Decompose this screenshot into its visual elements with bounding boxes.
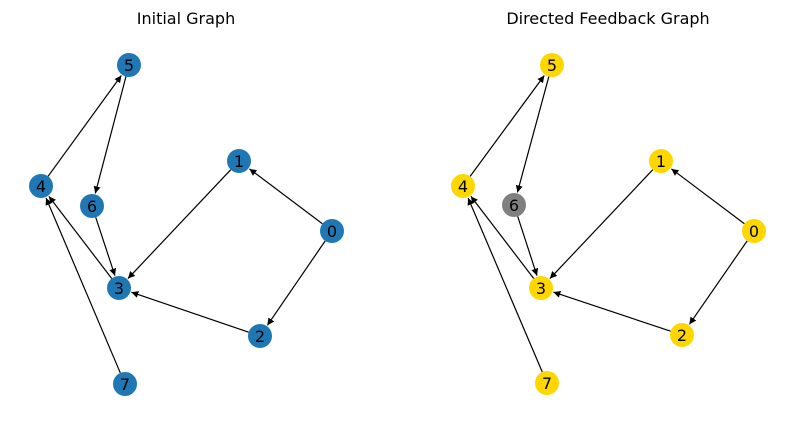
node-6: 6 [502, 193, 526, 217]
node-label-3: 3 [114, 279, 124, 298]
node-circle-4 [451, 174, 475, 198]
node-group-initial: 0 1 2 3 4 5 6 7 [29, 53, 344, 396]
edge-group-initial [45, 75, 326, 374]
node-2: 2 [670, 323, 694, 347]
node-circle-7 [535, 371, 559, 395]
node-3: 3 [107, 276, 131, 300]
node-3: 3 [529, 276, 553, 300]
edge-5-to-6 [515, 76, 550, 193]
panel-initial-graph: Initial Graph 0 1 2 3 4 5 6 7 [29, 9, 344, 396]
node-circle-4 [29, 174, 53, 198]
node-label-6: 6 [509, 196, 519, 215]
node-label-3: 3 [536, 279, 546, 298]
node-4: 4 [29, 174, 53, 198]
edge-7-to-4 [467, 197, 543, 373]
node-5: 5 [540, 53, 564, 77]
node-7: 7 [113, 372, 137, 396]
node-label-1: 1 [234, 152, 244, 171]
edge-0-to-1 [249, 168, 323, 225]
node-circle-5 [117, 53, 141, 77]
panel-feedback-graph: Directed Feedback Graph 0 1 2 3 4 5 6 7 [451, 9, 766, 395]
edge-7-to-4 [45, 197, 121, 374]
node-circle-3 [107, 276, 131, 300]
node-label-5: 5 [124, 56, 134, 75]
node-label-0: 0 [327, 222, 337, 241]
node-label-2: 2 [255, 327, 265, 346]
node-label-2: 2 [677, 326, 687, 345]
edge-3-to-4 [48, 195, 113, 279]
node-1: 1 [649, 149, 673, 173]
node-0: 0 [320, 219, 344, 243]
node-label-6: 6 [87, 197, 97, 216]
node-label-5: 5 [547, 56, 557, 75]
node-7: 7 [535, 371, 559, 395]
node-5: 5 [117, 53, 141, 77]
node-label-0: 0 [749, 222, 759, 241]
node-label-4: 4 [458, 177, 468, 196]
edge-6-to-3 [517, 216, 539, 276]
node-label-4: 4 [36, 177, 46, 196]
node-label-1: 1 [656, 152, 666, 171]
node-circle-2 [248, 324, 272, 348]
edge-0-to-2 [266, 240, 326, 326]
panel-title-initial: Initial Graph [137, 9, 235, 28]
node-circle-2 [670, 323, 694, 347]
node-group-feedback: 0 1 2 3 4 5 6 7 [451, 53, 766, 395]
node-2: 2 [248, 324, 272, 348]
node-circle-1 [649, 149, 673, 173]
node-circle-5 [540, 53, 564, 77]
edge-group-feedback [467, 75, 748, 373]
node-circle-0 [320, 219, 344, 243]
edge-6-to-3 [95, 217, 117, 276]
node-circle-0 [742, 219, 766, 243]
node-label-7: 7 [120, 375, 130, 394]
edge-0-to-1 [671, 168, 745, 225]
edge-2-to-3 [131, 291, 249, 333]
node-4: 4 [451, 174, 475, 198]
edge-5-to-6 [93, 76, 127, 194]
node-circle-1 [227, 149, 251, 173]
edge-1-to-3 [549, 169, 654, 279]
node-circle-6 [502, 193, 526, 217]
edge-0-to-2 [688, 240, 748, 325]
edge-2-to-3 [553, 291, 671, 332]
panel-title-feedback: Directed Feedback Graph [506, 9, 709, 28]
edge-4-to-5 [469, 75, 545, 177]
edge-3-to-4 [470, 195, 535, 279]
edge-1-to-3 [127, 169, 232, 279]
node-6: 6 [80, 194, 104, 218]
node-1: 1 [227, 149, 251, 173]
edge-4-to-5 [47, 75, 122, 177]
node-circle-7 [113, 372, 137, 396]
node-circle-3 [529, 276, 553, 300]
node-circle-6 [80, 194, 104, 218]
node-label-7: 7 [542, 374, 552, 393]
node-0: 0 [742, 219, 766, 243]
